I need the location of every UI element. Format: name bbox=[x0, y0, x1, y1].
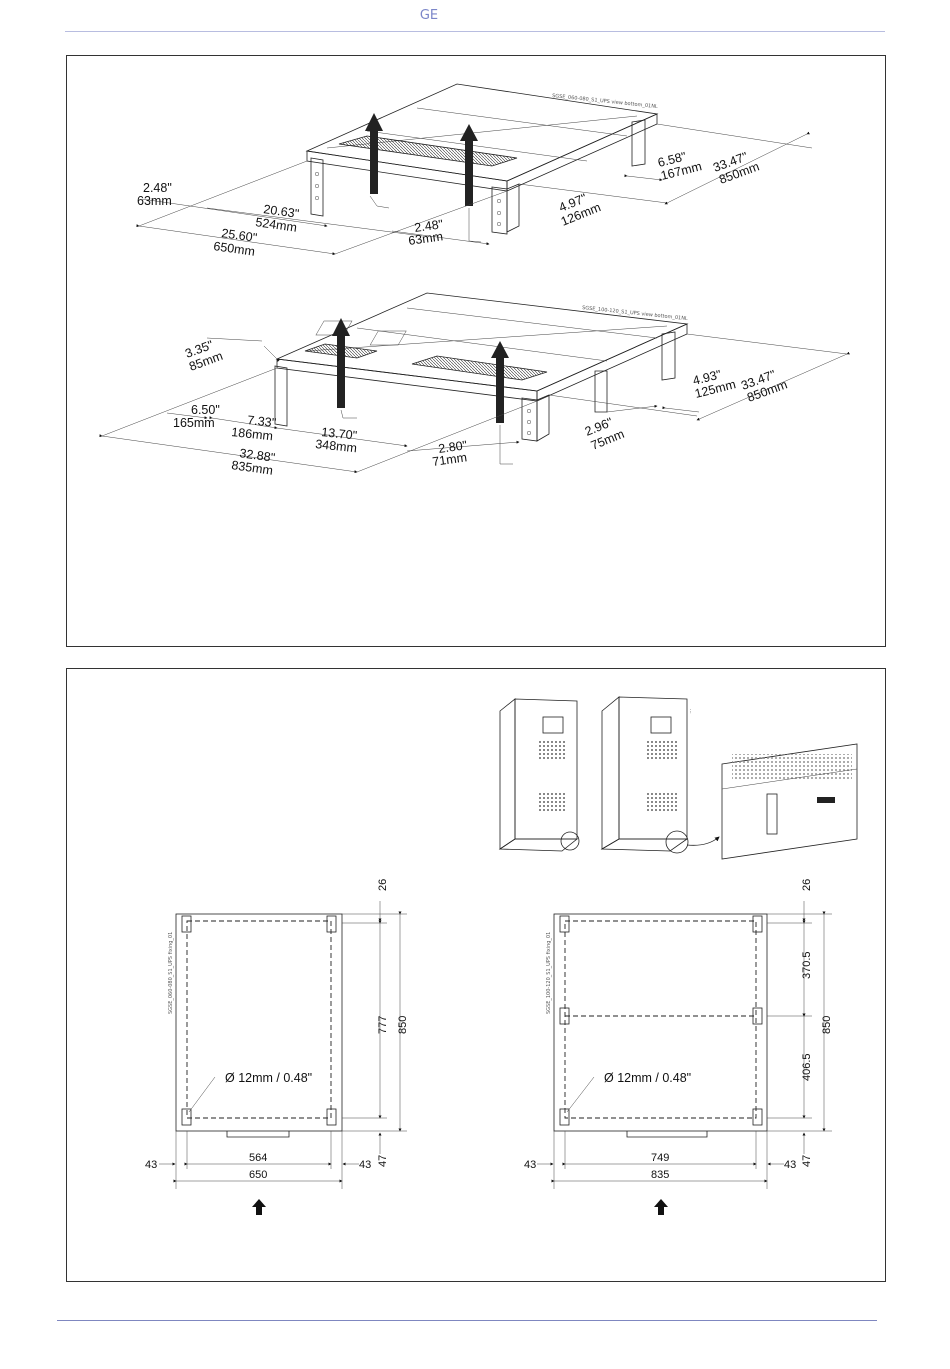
u2-dim-3-in: 13.70" bbox=[321, 425, 358, 443]
plan2-dim-lower-v: 406.5 bbox=[801, 1053, 813, 1081]
u2-dim-1-in: 6.50" bbox=[191, 403, 220, 417]
u2-dim-3-mm: 348mm bbox=[315, 437, 358, 455]
u2-dim-5-in: 2.80" bbox=[437, 438, 467, 456]
plan1-front-arrow-icon bbox=[252, 1199, 266, 1215]
u2-dim-7-in: 4.93" bbox=[691, 367, 722, 388]
plan1-dim-left: 43 bbox=[145, 1159, 157, 1171]
footer-rule bbox=[57, 1320, 877, 1321]
fixing-plan-2: Ø 12mm / 0.48" SGSE_100-120_S1_UPS fixin… bbox=[524, 879, 833, 1215]
plan2-dim-left: 43 bbox=[524, 1159, 536, 1171]
plan1-dim-inner-v: 777 bbox=[377, 1016, 389, 1034]
u1-dim-3-mm: 63mm bbox=[407, 229, 443, 248]
plan2-dim-top: 26 bbox=[801, 879, 813, 891]
u1-dim-1-in: 20.63" bbox=[263, 202, 300, 221]
plan2-dim-inner-h: 749 bbox=[651, 1152, 669, 1164]
unit1-frame-drawing: SGSE_060-080_S1_UPS view bottom_01NL bbox=[305, 83, 659, 243]
unit2-dimension-labels: 3.35" 85mm 6.50" 165mm 7.33" 186mm 13.70… bbox=[173, 338, 789, 478]
u1-dim-0-mm: 63mm bbox=[137, 194, 172, 208]
plan2-hole-label: Ø 12mm / 0.48" bbox=[604, 1071, 691, 1085]
plan1-dim-right: 43 bbox=[359, 1159, 371, 1171]
fixing-plan-1: Ø 12mm / 0.48" SGSE_060-080_S1_UPS fixin… bbox=[145, 879, 409, 1215]
plan1-dim-outer-h: 650 bbox=[249, 1169, 267, 1181]
plan1-dim-bottom: 47 bbox=[377, 1155, 389, 1167]
cabinet-illustration-small bbox=[498, 698, 580, 852]
cabinet-illustration-large: ... bbox=[600, 696, 720, 854]
unit1-dimension-labels: 2.48" 63mm 20.63" 524mm 25.60" 650mm 2.4… bbox=[137, 149, 761, 258]
plan1-dim-inner-h: 564 bbox=[249, 1152, 267, 1164]
u2-dim-2-in: 7.33" bbox=[247, 413, 277, 430]
plan1-dim-outer-v: 850 bbox=[397, 1016, 409, 1034]
fixing-plan-panel: ... Ø 12mm / 0.48" SGSE_060-080_S1_UPS f… bbox=[66, 668, 886, 1282]
unit1-drawing-ref: SGSE_060-080_S1_UPS view bottom_01NL bbox=[552, 93, 658, 110]
u1-dim-3-in: 2.48" bbox=[413, 217, 443, 235]
plan2-dim-outer-h: 835 bbox=[651, 1169, 669, 1181]
unit2-dimension-lines bbox=[99, 333, 850, 474]
plan2-drawing-ref: SGSE_100-120_S1_UPS fixing_01 bbox=[546, 932, 552, 1014]
u1-dim-1-mm: 524mm bbox=[255, 215, 298, 235]
header-brand: GE bbox=[419, 8, 439, 23]
u2-dim-5-mm: 71mm bbox=[431, 450, 467, 469]
plan2-dim-bottom: 47 bbox=[801, 1155, 813, 1167]
plan1-dim-top: 26 bbox=[377, 879, 389, 891]
u2-dim-4-in: 32.88" bbox=[239, 446, 276, 465]
u1-dim-2-mm: 650mm bbox=[213, 239, 256, 259]
plan2-front-arrow-icon bbox=[654, 1199, 668, 1215]
u1-dim-2-in: 25.60" bbox=[221, 226, 258, 245]
u1-dim-5-in: 6.58" bbox=[656, 149, 687, 170]
plan1-hole-label: Ø 12mm / 0.48" bbox=[225, 1071, 312, 1085]
bottom-view-panel: SGSE_060-080_S1_UPS view bottom_01NL 2.4… bbox=[66, 55, 886, 647]
u2-dim-2-mm: 186mm bbox=[231, 425, 274, 443]
plan2-dim-upper-v: 370.5 bbox=[801, 951, 813, 979]
header-rule bbox=[65, 31, 885, 32]
plan1-drawing-ref: SGSE_060-080_S1_UPS fixing_01 bbox=[168, 932, 174, 1014]
u1-dim-0-in: 2.48" bbox=[143, 181, 172, 195]
u2-dim-1-mm: 165mm bbox=[173, 416, 215, 430]
cabinet-base-detail bbox=[721, 743, 858, 860]
plan2-dim-right: 43 bbox=[784, 1159, 796, 1171]
unit1-dimension-lines bbox=[136, 123, 813, 256]
plan2-dim-outer-v: 850 bbox=[821, 1016, 833, 1034]
u2-dim-4-mm: 835mm bbox=[231, 458, 274, 478]
svg-text:...: ... bbox=[688, 709, 694, 714]
